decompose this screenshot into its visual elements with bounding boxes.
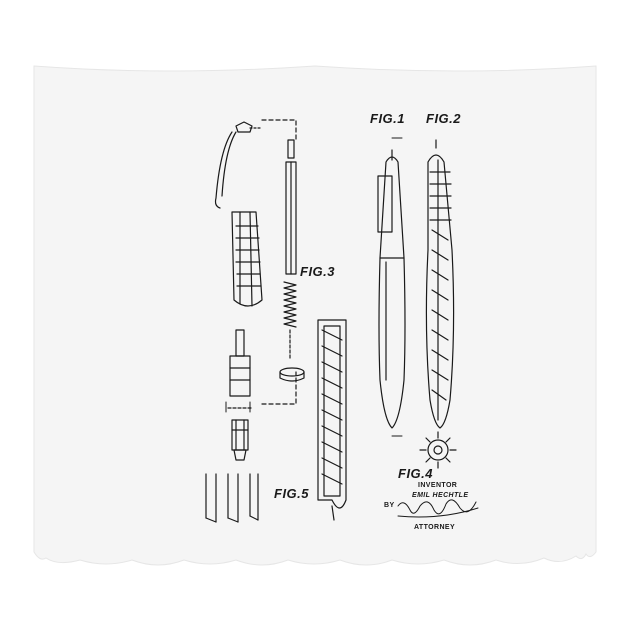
fig2-pen (425, 139, 455, 429)
inventor-name: EMIL HECHTLE (412, 492, 469, 499)
fig3-rod (279, 139, 305, 382)
exploded-clip (214, 121, 261, 209)
fig4-section (419, 431, 457, 469)
fig5-label: FIG.5 (274, 486, 310, 501)
exploded-cap (231, 211, 263, 307)
fig2-label: FIG.2 (426, 111, 462, 126)
inventor-label: INVENTOR (418, 482, 458, 489)
fig4-label: FIG.4 (398, 466, 434, 481)
exploded-mechanism (227, 329, 253, 461)
attorney-label: ATTORNEY (414, 524, 456, 531)
by-label: BY (384, 502, 395, 509)
fig3-label: FIG.3 (300, 264, 336, 279)
section-markers (225, 137, 403, 437)
lower-barrel (317, 319, 347, 521)
exploded-tubes (205, 473, 259, 523)
fig1-label: FIG.1 (370, 111, 406, 126)
fig1-pen (377, 149, 406, 429)
signature-drawing (397, 499, 479, 518)
